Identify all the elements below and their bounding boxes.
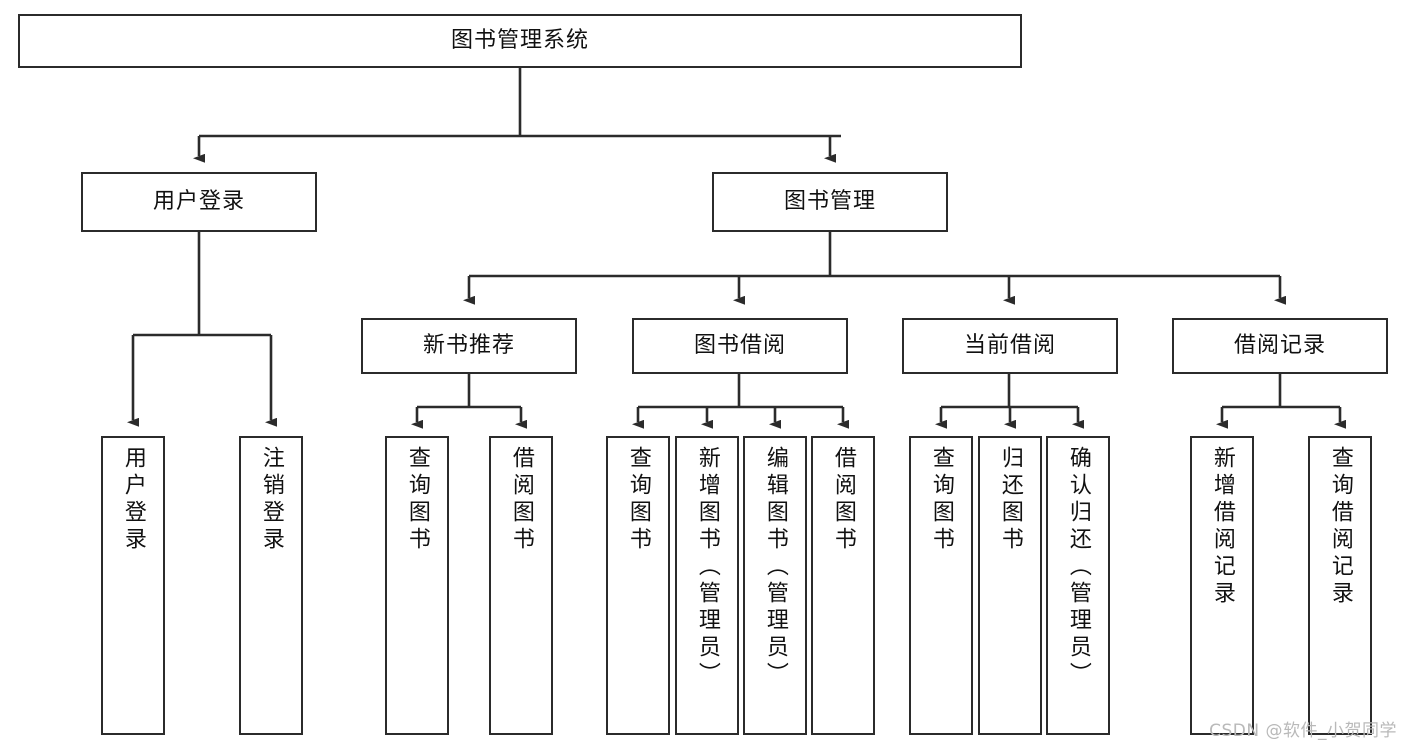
node-book-management[interactable]: 图书管理 <box>712 172 948 232</box>
node-leaf-query-book-3[interactable]: 查询图书 <box>909 436 973 735</box>
node-leaf-return-book-label: 归还图书 <box>997 446 1023 554</box>
node-leaf-borrow-book-1[interactable]: 借阅图书 <box>489 436 553 735</box>
node-leaf-add-book-admin[interactable]: 新增图书（管理员） <box>675 436 739 735</box>
node-new-book-recommend[interactable]: 新书推荐 <box>361 318 577 374</box>
node-leaf-add-book-admin-label: 新增图书（管理员） <box>694 446 720 689</box>
node-leaf-confirm-return-admin[interactable]: 确认归还（管理员） <box>1046 436 1110 735</box>
node-leaf-query-book-2-label: 查询图书 <box>625 446 651 554</box>
node-leaf-query-book-1-label: 查询图书 <box>404 446 430 554</box>
node-leaf-query-borrow-record-label: 查询借阅记录 <box>1327 446 1353 608</box>
node-leaf-user-login-label: 用户登录 <box>120 446 146 554</box>
node-book-borrow-label: 图书借阅 <box>693 333 786 359</box>
node-book-management-label: 图书管理 <box>783 189 876 215</box>
node-leaf-query-book-2[interactable]: 查询图书 <box>606 436 670 735</box>
node-leaf-borrow-book-2[interactable]: 借阅图书 <box>811 436 875 735</box>
node-leaf-confirm-return-admin-label: 确认归还（管理员） <box>1065 446 1091 689</box>
node-leaf-add-borrow-record-label: 新增借阅记录 <box>1209 446 1235 608</box>
node-borrow-record[interactable]: 借阅记录 <box>1172 318 1388 374</box>
node-user-login[interactable]: 用户登录 <box>81 172 317 232</box>
node-leaf-return-book[interactable]: 归还图书 <box>978 436 1042 735</box>
node-borrow-record-label: 借阅记录 <box>1233 333 1326 359</box>
node-book-borrow[interactable]: 图书借阅 <box>632 318 848 374</box>
node-root-label: 图书管理系统 <box>450 28 589 54</box>
node-leaf-borrow-book-1-label: 借阅图书 <box>508 446 534 554</box>
node-new-book-recommend-label: 新书推荐 <box>422 333 515 359</box>
node-leaf-logout[interactable]: 注销登录 <box>239 436 303 735</box>
node-current-borrow[interactable]: 当前借阅 <box>902 318 1118 374</box>
node-leaf-logout-label: 注销登录 <box>258 446 284 554</box>
watermark-text: CSDN @软件_小贺同学 <box>1209 721 1397 741</box>
node-leaf-query-book-1[interactable]: 查询图书 <box>385 436 449 735</box>
node-leaf-user-login[interactable]: 用户登录 <box>101 436 165 735</box>
node-current-borrow-label: 当前借阅 <box>963 333 1056 359</box>
node-leaf-edit-book-admin[interactable]: 编辑图书（管理员） <box>743 436 807 735</box>
node-user-login-label: 用户登录 <box>152 189 245 215</box>
node-leaf-query-borrow-record[interactable]: 查询借阅记录 <box>1308 436 1372 735</box>
node-leaf-borrow-book-2-label: 借阅图书 <box>830 446 856 554</box>
node-leaf-edit-book-admin-label: 编辑图书（管理员） <box>762 446 788 689</box>
node-root[interactable]: 图书管理系统 <box>18 14 1022 68</box>
node-leaf-query-book-3-label: 查询图书 <box>928 446 954 554</box>
node-leaf-add-borrow-record[interactable]: 新增借阅记录 <box>1190 436 1254 735</box>
